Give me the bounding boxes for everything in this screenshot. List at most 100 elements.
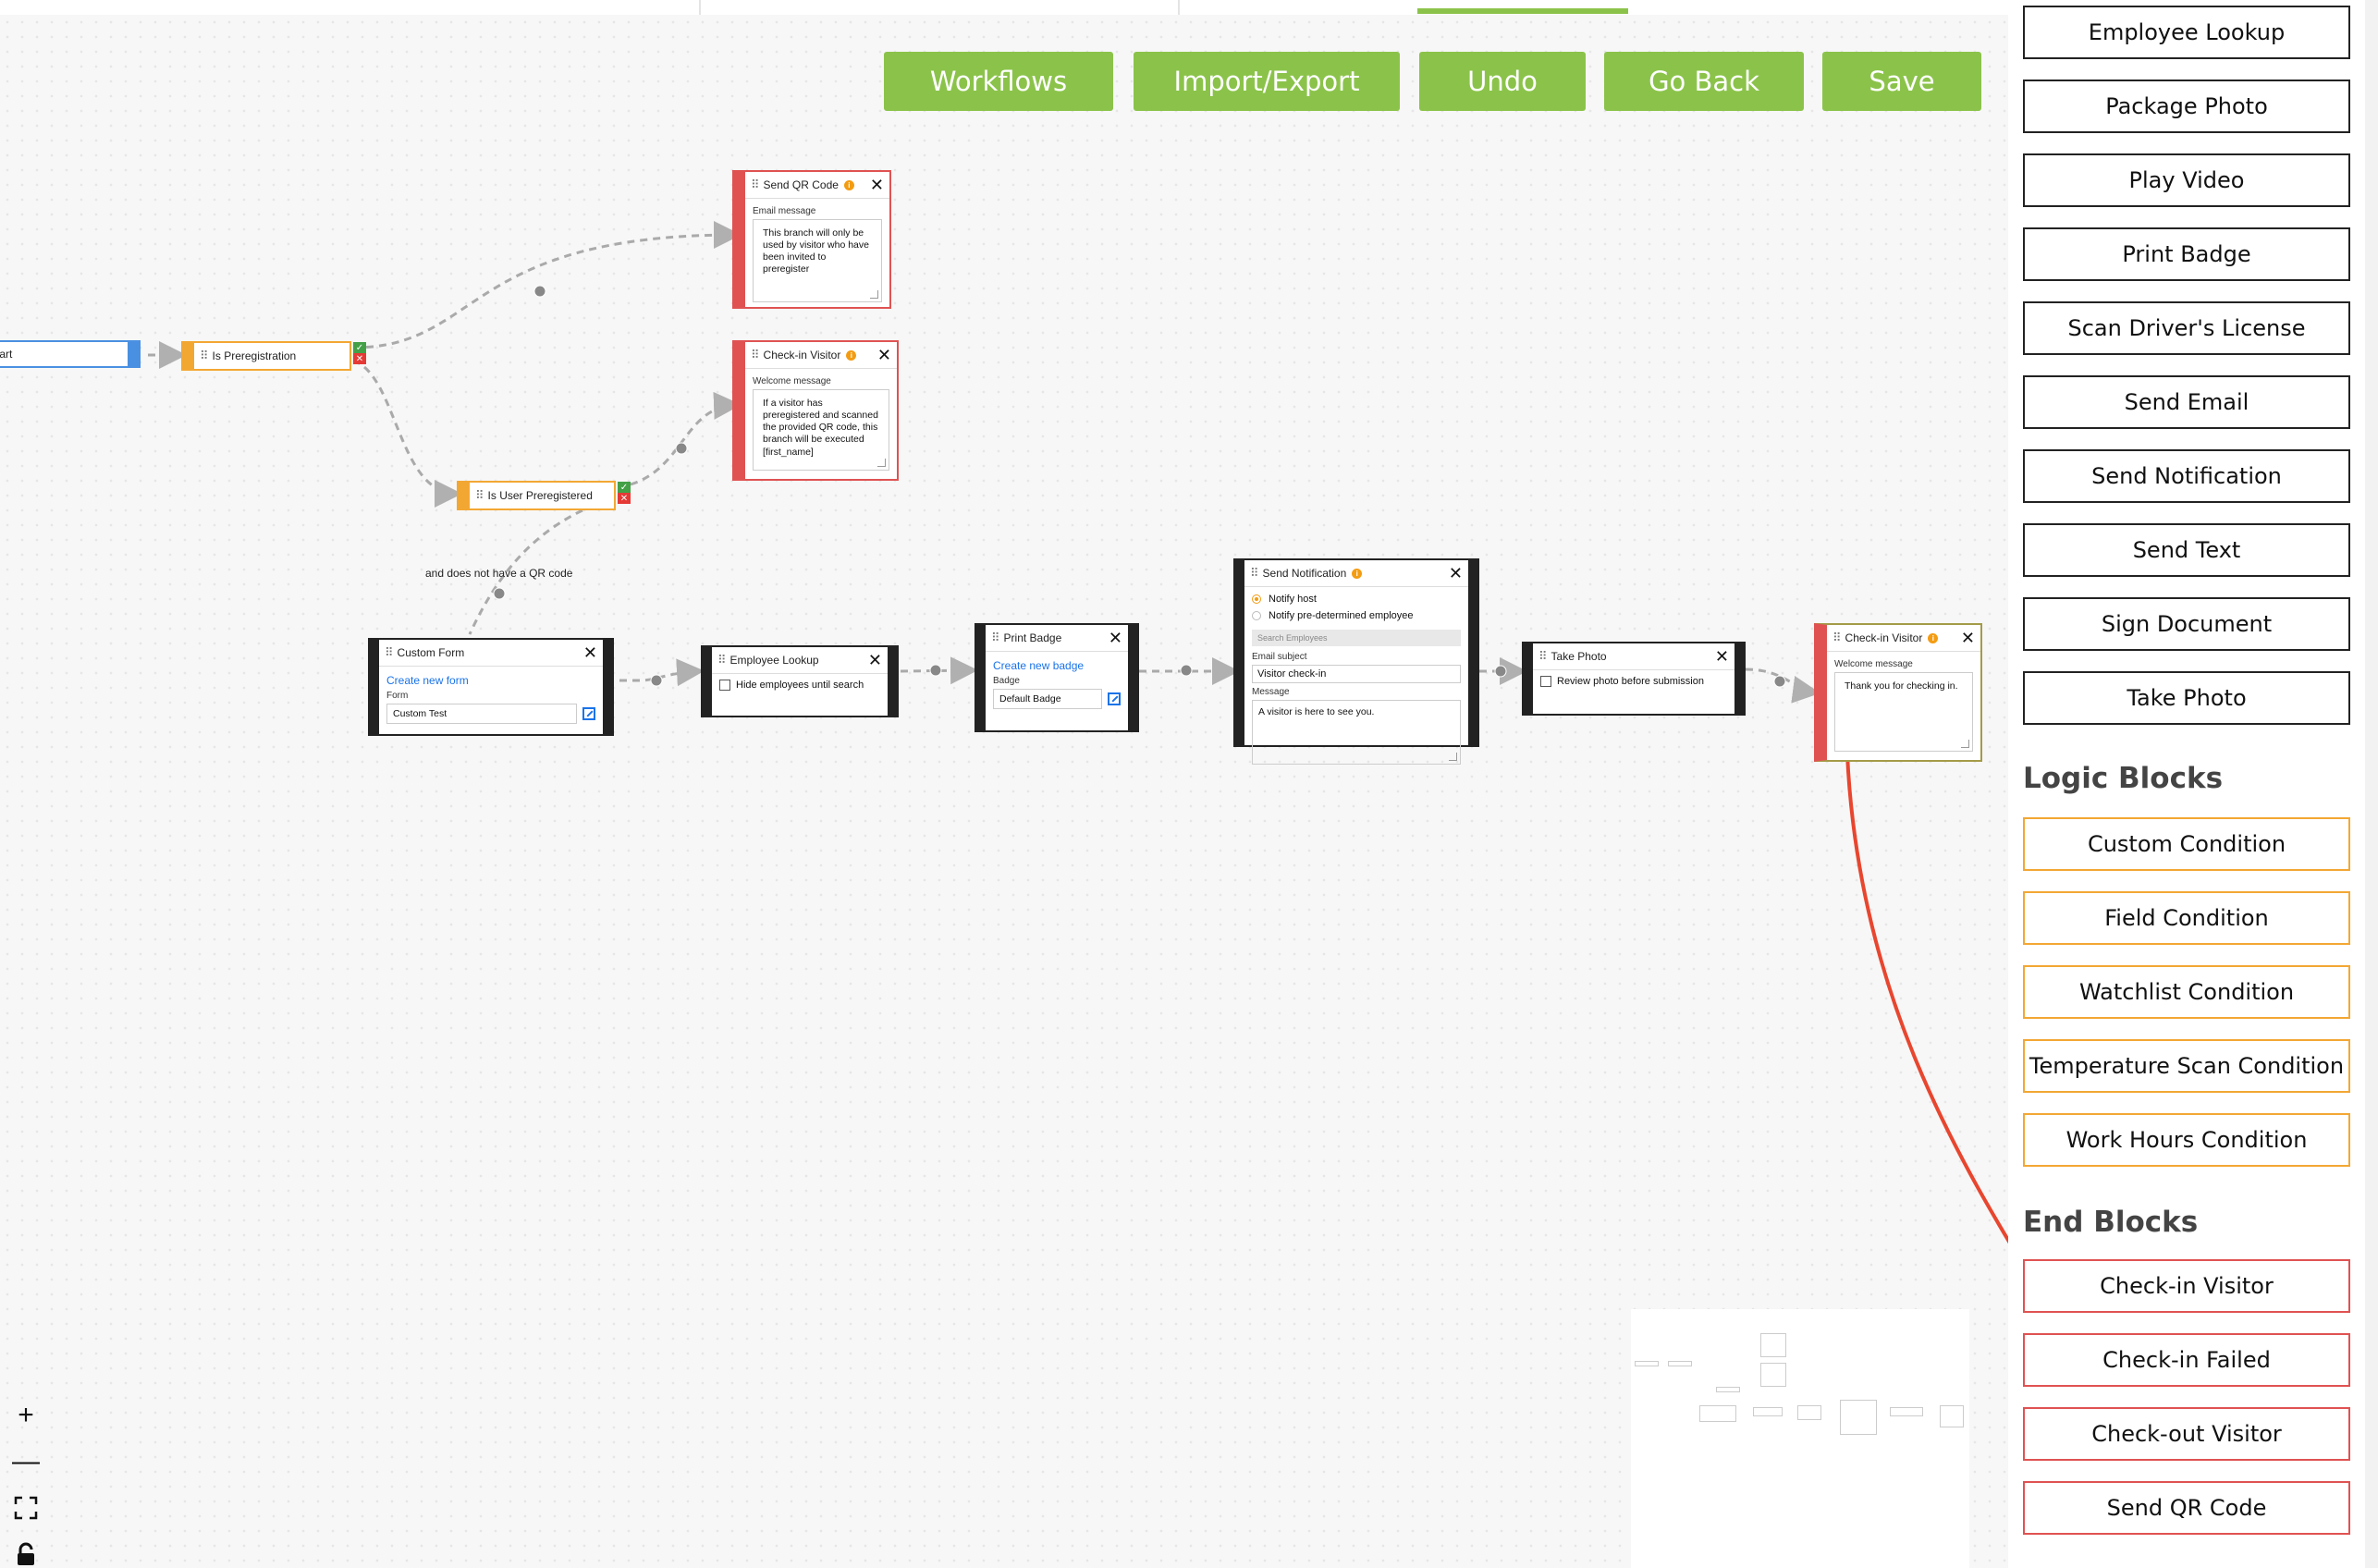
info-icon[interactable]: i bbox=[843, 179, 854, 190]
hide-employees-checkbox[interactable] bbox=[719, 680, 730, 691]
palette-block-send-notification[interactable]: Send Notification bbox=[2023, 449, 2350, 503]
workflow-canvas[interactable]: Start ⠿Is Preregistration ✓✕ ⠿Is User Pr… bbox=[0, 15, 2008, 1568]
palette-block-temperature-scan-condition[interactable]: Temperature Scan Condition bbox=[2023, 1039, 2350, 1093]
checkbox-label: Review photo before submission bbox=[1557, 676, 1704, 687]
drag-handle-icon[interactable]: ⠿ bbox=[1833, 631, 1841, 644]
node-take-photo[interactable]: ⠿ Take Photo ✕ Review photo before submiss… bbox=[1522, 642, 1746, 716]
edit-icon[interactable] bbox=[1108, 692, 1121, 705]
node-custom-form[interactable]: ⠿Custom Form✕ Create new form Form Custo… bbox=[368, 638, 614, 736]
drag-handle-icon[interactable]: ⠿ bbox=[1250, 566, 1258, 580]
palette-block-checkout-visitor[interactable]: Check-out Visitor bbox=[2023, 1407, 2350, 1461]
zoom-controls: + — bbox=[7, 1392, 44, 1568]
node-checkin-visitor-end[interactable]: ⠿ Check-in Visitor i ✕ Welcome message Than… bbox=[1814, 623, 1982, 762]
true-branch-icon[interactable]: ✓ bbox=[618, 482, 631, 493]
lock-icon[interactable] bbox=[7, 1531, 44, 1568]
palette-block-send-email[interactable]: Send Email bbox=[2023, 375, 2350, 429]
info-icon[interactable]: i bbox=[1928, 632, 1939, 643]
welcome-message-field[interactable]: If a visitor has preregistered and scann… bbox=[753, 389, 889, 471]
zoom-out-icon[interactable]: — bbox=[12, 1446, 40, 1476]
drag-handle-icon[interactable]: ⠿ bbox=[751, 348, 759, 361]
employee-search-input[interactable]: Search Employees bbox=[1252, 630, 1461, 646]
drag-handle-icon[interactable]: ⠿ bbox=[751, 178, 759, 191]
drag-handle-icon[interactable]: ⠿ bbox=[385, 645, 393, 659]
node-title: Is Preregistration bbox=[212, 349, 297, 362]
drag-handle-icon[interactable]: ⠿ bbox=[1538, 649, 1547, 663]
drag-handle-icon[interactable]: ⠿ bbox=[200, 349, 208, 362]
palette-block-print-badge[interactable]: Print Badge bbox=[2023, 227, 2350, 281]
close-icon[interactable]: ✕ bbox=[1108, 629, 1122, 647]
create-form-link[interactable]: Create new form bbox=[386, 674, 469, 687]
info-icon[interactable]: i bbox=[1352, 568, 1363, 579]
palette-block-employee-lookup[interactable]: Employee Lookup bbox=[2023, 6, 2350, 59]
start-node[interactable]: Start bbox=[0, 340, 141, 368]
badge-select[interactable]: Default Badge bbox=[993, 689, 1102, 709]
drag-handle-icon[interactable]: ⠿ bbox=[717, 653, 726, 667]
palette-block-field-condition[interactable]: Field Condition bbox=[2023, 891, 2350, 945]
palette-block-send-text[interactable]: Send Text bbox=[2023, 523, 2350, 577]
create-badge-link[interactable]: Create new badge bbox=[993, 659, 1085, 672]
palette-block-take-photo[interactable]: Take Photo bbox=[2023, 671, 2350, 725]
palette-block-work-hours-condition[interactable]: Work Hours Condition bbox=[2023, 1113, 2350, 1167]
go-back-button[interactable]: Go Back bbox=[1604, 52, 1804, 111]
field-label: Welcome message bbox=[753, 376, 831, 386]
node-print-badge[interactable]: ⠿Print Badge✕ Create new badge Badge Def… bbox=[974, 623, 1139, 732]
logic-blocks-heading: Logic Blocks bbox=[2023, 762, 2224, 795]
tab-divider bbox=[699, 0, 701, 15]
undo-button[interactable]: Undo bbox=[1419, 52, 1586, 111]
close-icon[interactable]: ✕ bbox=[867, 651, 882, 669]
workflows-button[interactable]: Workflows bbox=[884, 52, 1113, 111]
false-branch-icon[interactable]: ✕ bbox=[353, 353, 366, 364]
palette-block-send-qr-code[interactable]: Send QR Code bbox=[2023, 1481, 2350, 1535]
palette-block-scan-drivers-license[interactable]: Scan Driver's License bbox=[2023, 301, 2350, 355]
drag-handle-icon[interactable]: ⠿ bbox=[475, 488, 484, 502]
palette-block-sign-document[interactable]: Sign Document bbox=[2023, 597, 2350, 651]
connection-wires bbox=[148, 221, 2008, 1244]
email-message-field[interactable]: This branch will only be used by visitor… bbox=[753, 219, 882, 302]
node-employee-lookup[interactable]: ⠿Employee Lookup✕ Hide employees until s… bbox=[701, 645, 899, 717]
close-icon[interactable]: ✕ bbox=[1960, 629, 1975, 647]
field-label: Welcome message bbox=[1834, 659, 1913, 669]
import-export-button[interactable]: Import/Export bbox=[1134, 52, 1400, 111]
false-branch-icon[interactable]: ✕ bbox=[618, 493, 631, 504]
close-icon[interactable]: ✕ bbox=[582, 643, 597, 662]
minimap[interactable] bbox=[1631, 1309, 1969, 1568]
field-label: Badge bbox=[993, 676, 1020, 686]
notify-employee-radio[interactable] bbox=[1252, 611, 1261, 620]
top-tab-strip bbox=[0, 0, 2008, 15]
review-photo-checkbox[interactable] bbox=[1540, 676, 1551, 687]
true-branch-icon[interactable]: ✓ bbox=[353, 342, 366, 353]
notify-host-radio[interactable] bbox=[1252, 594, 1261, 604]
palette-block-watchlist-condition[interactable]: Watchlist Condition bbox=[2023, 965, 2350, 1019]
edge-label: and does not have a QR code bbox=[425, 567, 573, 580]
drag-handle-icon[interactable]: ⠿ bbox=[991, 631, 999, 644]
welcome-message-field[interactable]: Thank you for checking in. bbox=[1834, 672, 1973, 752]
node-title: Send QR Code bbox=[763, 178, 839, 191]
zoom-in-icon[interactable]: + bbox=[18, 1400, 34, 1430]
palette-block-checkin-failed[interactable]: Check-in Failed bbox=[2023, 1333, 2350, 1387]
info-icon[interactable]: i bbox=[846, 349, 857, 361]
close-icon[interactable]: ✕ bbox=[1714, 647, 1729, 666]
node-title: Take Photo bbox=[1551, 650, 1607, 663]
node-title: Check-in Visitor bbox=[1845, 631, 1923, 644]
close-icon[interactable]: ✕ bbox=[1448, 564, 1463, 582]
palette-block-custom-condition[interactable]: Custom Condition bbox=[2023, 817, 2350, 871]
sidebar-scrollbar[interactable] bbox=[2365, 0, 2378, 1568]
node-title: Custom Form bbox=[397, 646, 465, 659]
close-icon[interactable]: ✕ bbox=[869, 176, 884, 194]
minimap-node bbox=[1760, 1363, 1786, 1387]
close-icon[interactable]: ✕ bbox=[876, 346, 891, 364]
palette-block-play-video[interactable]: Play Video bbox=[2023, 153, 2350, 207]
email-subject-input[interactable]: Visitor check-in bbox=[1252, 665, 1461, 683]
message-field[interactable]: A visitor is here to see you. bbox=[1252, 700, 1461, 765]
palette-block-checkin-visitor[interactable]: Check-in Visitor bbox=[2023, 1259, 2350, 1313]
form-select[interactable]: Custom Test bbox=[386, 704, 577, 724]
save-button[interactable]: Save bbox=[1822, 52, 1981, 111]
edit-icon[interactable] bbox=[582, 707, 595, 720]
node-is-preregistration[interactable]: ⠿ Is Preregistration ✓✕ bbox=[181, 341, 366, 371]
fit-view-icon[interactable] bbox=[7, 1485, 44, 1531]
node-is-user-preregistered[interactable]: ⠿Is User Preregistered ✓✕ bbox=[457, 481, 631, 510]
palette-block-package-photo[interactable]: Package Photo bbox=[2023, 80, 2350, 133]
